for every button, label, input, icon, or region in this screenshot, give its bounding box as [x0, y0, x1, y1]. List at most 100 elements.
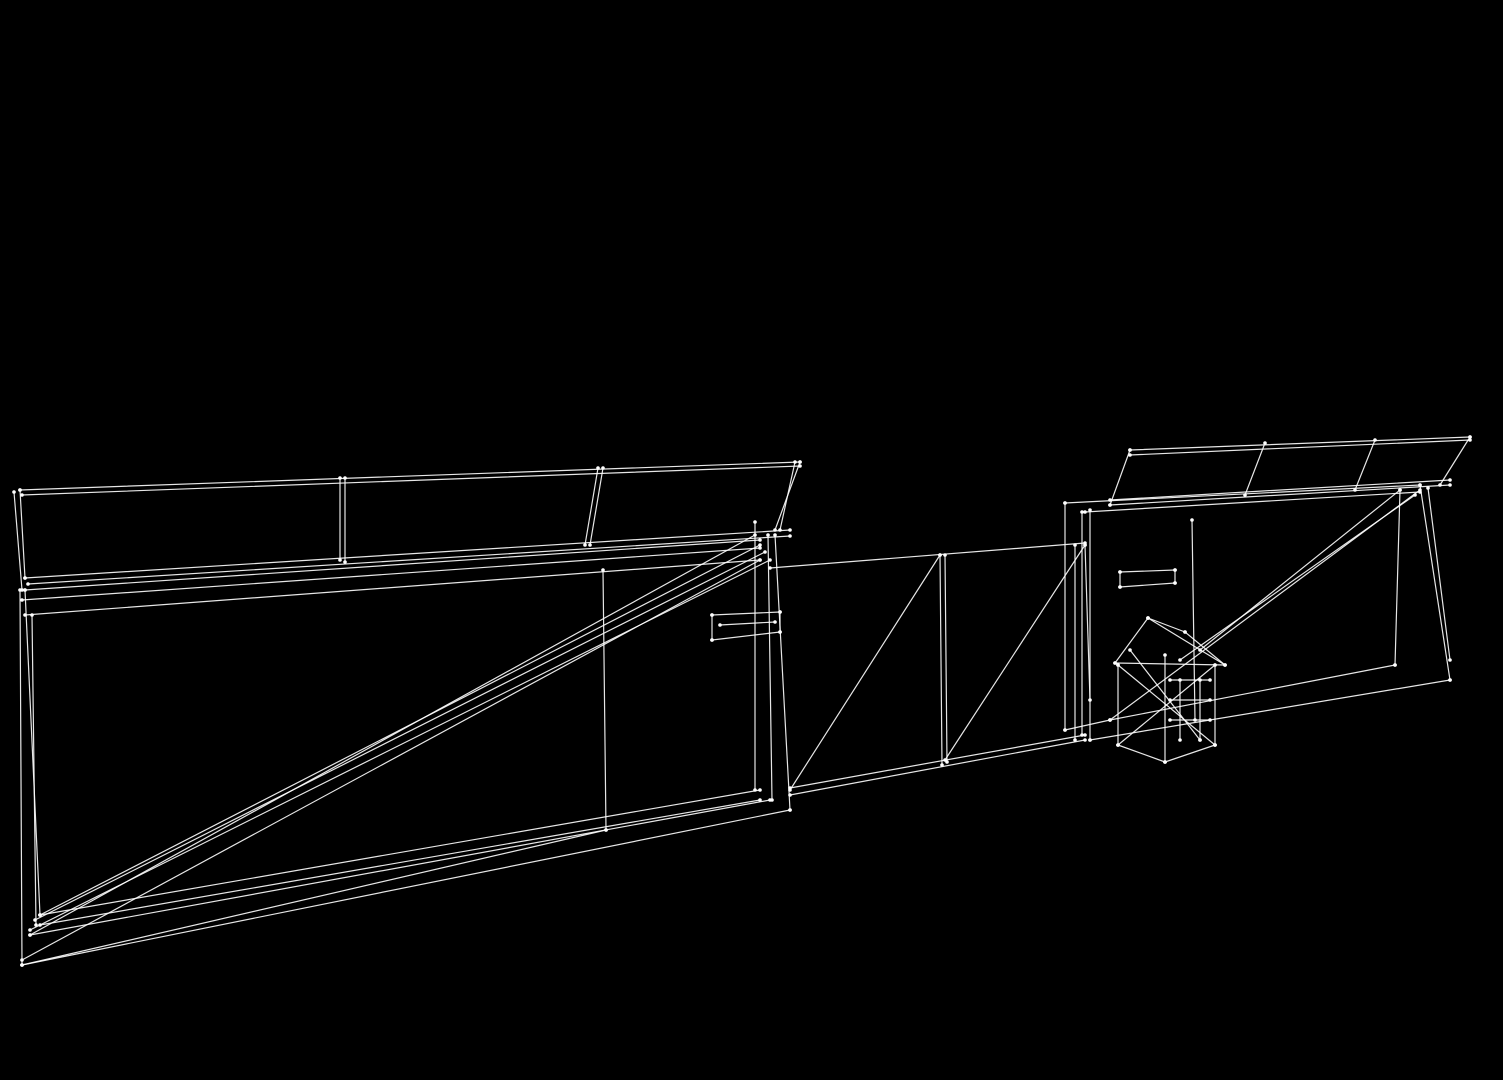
wire-vertex — [718, 623, 722, 627]
wire-vertex — [1168, 718, 1172, 722]
wire-vertex — [1128, 448, 1132, 452]
wire-vertex — [753, 520, 757, 524]
wire-edge — [1199, 489, 1401, 651]
wire-vertex — [770, 798, 774, 802]
wire-vertex — [758, 558, 762, 562]
wire-edge — [19, 589, 23, 966]
wire-edge — [1164, 744, 1216, 763]
wire-vertex — [1468, 435, 1472, 439]
wire-vertex — [1088, 738, 1092, 742]
wire-edge — [767, 534, 773, 801]
wire-vertex — [23, 588, 27, 592]
wire-vertex — [33, 918, 37, 922]
wire-vertex — [1083, 738, 1087, 742]
wire-edge — [21, 559, 761, 961]
wire-vertex — [940, 763, 944, 767]
wire-edge — [711, 611, 781, 616]
wire-edge — [21, 829, 607, 966]
wire-vertex — [1190, 518, 1194, 522]
wire-vertex — [1208, 698, 1212, 702]
wire-vertex — [773, 533, 777, 537]
wire-edge — [719, 621, 776, 626]
wire-vertex — [1146, 616, 1150, 620]
wire-edge — [1117, 664, 1216, 746]
wire-vertex — [20, 963, 24, 967]
wire-edge — [1439, 436, 1471, 486]
wire-edge — [589, 467, 604, 546]
wire-edge — [1109, 664, 1396, 721]
wire-vertex — [23, 576, 27, 580]
wire-edge — [39, 789, 761, 916]
wire-edge — [24, 559, 761, 616]
wire-edge — [1244, 442, 1266, 496]
wire-vertex — [710, 638, 714, 642]
wire-vertex — [758, 538, 762, 542]
wire-vertex — [763, 550, 767, 554]
wire-edge — [24, 589, 41, 916]
wire-vertex — [338, 476, 342, 480]
wire-vertex — [1128, 648, 1132, 652]
wire-vertex — [1178, 658, 1182, 662]
wire-vertex — [778, 528, 782, 532]
wire-edge — [774, 534, 791, 811]
wire-vertex — [1213, 663, 1217, 667]
wire-vertex — [1080, 510, 1084, 514]
wire-edge — [789, 739, 1086, 796]
wire-vertex — [766, 533, 770, 537]
wire-vertex — [768, 558, 772, 562]
wire-vertex — [788, 528, 792, 532]
wire-vertex — [28, 928, 32, 932]
wire-vertex — [943, 553, 947, 557]
wire-edge — [779, 461, 796, 531]
wire-vertex — [710, 613, 714, 617]
wire-edge — [1114, 617, 1149, 664]
wire-edge — [769, 542, 1086, 569]
wire-vertex — [1083, 510, 1087, 514]
wire-vertex — [943, 758, 947, 762]
wire-edge — [29, 799, 771, 936]
wire-vertex — [1173, 581, 1177, 585]
wire-edge — [19, 489, 26, 579]
wire-vertex — [18, 588, 22, 592]
wire-edge — [939, 554, 943, 766]
wire-vertex — [788, 788, 792, 792]
wire-vertex — [1178, 678, 1182, 682]
wire-edge — [1084, 491, 1421, 513]
wire-vertex — [773, 620, 777, 624]
wire-vertex — [1263, 441, 1267, 445]
wire-edge — [39, 544, 761, 916]
wire-vertex — [1063, 728, 1067, 732]
wire-edge — [1394, 489, 1401, 666]
wire-edge — [1109, 484, 1451, 506]
wire-edge — [1129, 436, 1471, 451]
wire-vertex — [1073, 738, 1077, 742]
wire-edge — [584, 467, 599, 546]
wire-edge — [1184, 631, 1226, 666]
wire-vertex — [1118, 570, 1122, 574]
wire-vertex — [1418, 488, 1422, 492]
wire-vertex — [788, 793, 792, 797]
wire-vertex — [1183, 630, 1187, 634]
wire-vertex — [1448, 678, 1452, 682]
wire-edge — [1354, 439, 1376, 491]
wire-vertex — [1083, 733, 1087, 737]
wire-vertex — [1373, 438, 1377, 442]
wire-vertex — [1448, 478, 1452, 482]
wire-vertex — [1426, 486, 1430, 490]
wire-edge — [711, 631, 781, 641]
wire-edge — [39, 799, 761, 926]
wire-vertex — [12, 490, 16, 494]
wire-vertex — [18, 488, 22, 492]
wire-vertex — [588, 543, 592, 547]
wire-edge — [1427, 487, 1451, 661]
wire-vertex — [1198, 738, 1202, 742]
wire-vertex — [758, 798, 762, 802]
wire-vertex — [1080, 733, 1084, 737]
wire-edge — [1419, 484, 1451, 681]
wire-edge — [21, 547, 761, 601]
wire-vertex — [753, 788, 757, 792]
wire-vertex — [1173, 568, 1177, 572]
wire-edge — [1147, 617, 1226, 666]
wire-edge — [1109, 449, 1131, 506]
